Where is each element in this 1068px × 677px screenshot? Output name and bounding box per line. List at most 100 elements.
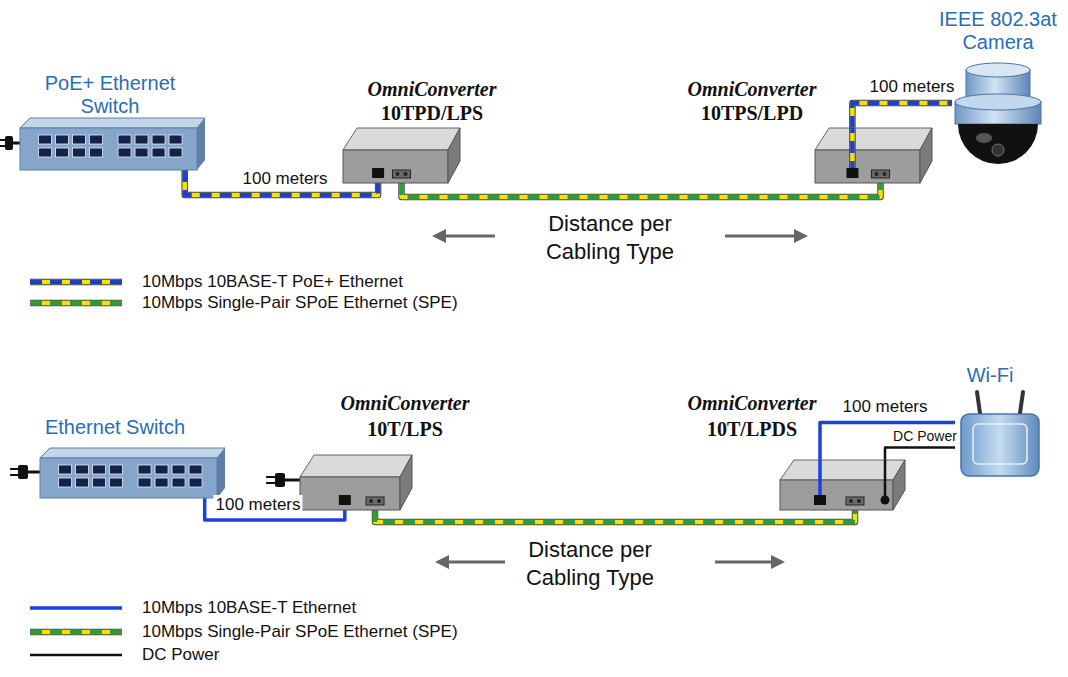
legend-sample — [28, 275, 124, 289]
device-label: PoE+ Ethernet Switch — [30, 72, 190, 118]
terminal-screw — [369, 499, 373, 503]
legend-sample — [28, 648, 124, 662]
cable-stripe — [850, 128, 855, 173]
switch-icon — [40, 448, 225, 498]
converter-top-face — [815, 128, 932, 150]
cable-stripe — [402, 183, 881, 197]
device-node: OmniConverter10TPS/LPD — [815, 128, 932, 183]
converter-top-face — [300, 455, 412, 477]
cable-connector — [402, 183, 881, 197]
cable-label: 100 meters — [240, 169, 329, 189]
dc-jack — [881, 496, 890, 505]
converter-side-face — [920, 128, 932, 183]
model-label: 10TPS/LPD — [701, 102, 803, 125]
converter-side-face — [893, 460, 905, 510]
device-node: IEEE 802.3at Camera — [952, 62, 1044, 167]
switch-top-face — [20, 118, 205, 128]
device-node: PoE+ Ethernet Switch — [20, 118, 205, 170]
cable-stripe — [30, 280, 122, 285]
switch-port — [93, 478, 106, 487]
device-label: Wi-Fi — [967, 364, 1014, 387]
cable-label: 100 meters — [867, 77, 956, 97]
plug-body — [275, 473, 285, 487]
wifi-face — [973, 424, 1027, 464]
power-plug — [266, 473, 302, 487]
device-node: Ethernet Switch — [40, 448, 225, 498]
converter-side-face — [448, 128, 460, 183]
switch-port — [169, 148, 182, 157]
terminal-screw — [883, 172, 887, 176]
switch-side-face — [217, 448, 225, 498]
switch-port — [138, 478, 151, 487]
cable-core — [375, 510, 855, 522]
model-label: 10T/LPS — [367, 418, 443, 441]
switch-port — [155, 478, 168, 487]
terminal-block — [366, 497, 384, 505]
arrow-head — [432, 229, 446, 243]
legend-sample — [28, 625, 124, 639]
switch-port — [172, 465, 185, 474]
rj45-port — [814, 495, 826, 505]
terminal-screw — [404, 172, 408, 176]
dc-power-cable — [30, 654, 122, 657]
switch-port — [169, 135, 182, 144]
switch-port — [110, 478, 123, 487]
switch-front-face — [20, 128, 197, 170]
terminal-block — [846, 497, 864, 505]
converter-side-face — [400, 455, 412, 510]
switch-port — [90, 148, 103, 157]
cable-outline — [30, 279, 122, 286]
switch-side-face — [197, 118, 205, 170]
cable-core — [30, 630, 122, 635]
switch-port — [56, 135, 69, 144]
plug-prong — [266, 482, 275, 484]
cable-connector — [852, 103, 952, 128]
switch-front-face — [40, 458, 217, 498]
terminal-screw — [875, 172, 879, 176]
cable-outline — [402, 183, 881, 197]
distance-label: Distance per Cabling Type — [505, 536, 675, 592]
plug-prong — [10, 468, 18, 470]
cable-stripe — [30, 301, 122, 306]
cable-outline — [375, 510, 855, 522]
cable-connector — [885, 448, 955, 460]
rj45-port — [372, 168, 384, 178]
switch-port — [118, 135, 131, 144]
conv-icon — [815, 128, 932, 183]
cable-stripe — [375, 510, 855, 522]
converter-front-face — [815, 150, 920, 183]
switch-port — [90, 135, 103, 144]
arrow-shaft — [715, 561, 773, 564]
cable-label: 100 meters — [840, 397, 929, 417]
device-label: Ethernet Switch — [45, 416, 185, 439]
wifi-body — [961, 414, 1039, 476]
arrow-shaft — [447, 561, 505, 564]
power-plug — [10, 465, 42, 479]
legend-text: 10Mbps 10BASE-T Ethernet — [142, 597, 356, 619]
legend-text: 10Mbps Single-Pair SPoE Ethernet (SPE) — [142, 292, 458, 314]
plug-prong — [266, 476, 275, 478]
terminal-block — [872, 170, 890, 178]
switch-port — [189, 478, 202, 487]
legend-text: DC Power — [142, 644, 219, 666]
dc-power-cable — [885, 448, 955, 460]
dc-power-cable — [884, 460, 887, 500]
switch-port — [152, 148, 165, 157]
cable-core — [402, 183, 881, 197]
cable-outline — [852, 103, 952, 128]
rj45-port — [846, 168, 858, 178]
switch-port — [59, 478, 72, 487]
legend-sample — [28, 296, 124, 310]
switch-port — [110, 465, 123, 474]
brand-label: OmniConverter — [688, 78, 817, 101]
switch-port — [59, 465, 72, 474]
cable-core — [852, 103, 952, 128]
arrow-head — [435, 555, 449, 569]
switch-port — [172, 478, 185, 487]
legend-text: 10Mbps Single-Pair SPoE Ethernet (SPE) — [142, 621, 458, 643]
ethernet-cable — [30, 606, 122, 610]
brand-label: OmniConverter — [688, 392, 817, 415]
plug-body — [18, 465, 28, 479]
camera-flange — [955, 94, 1041, 110]
switch-port — [135, 135, 148, 144]
